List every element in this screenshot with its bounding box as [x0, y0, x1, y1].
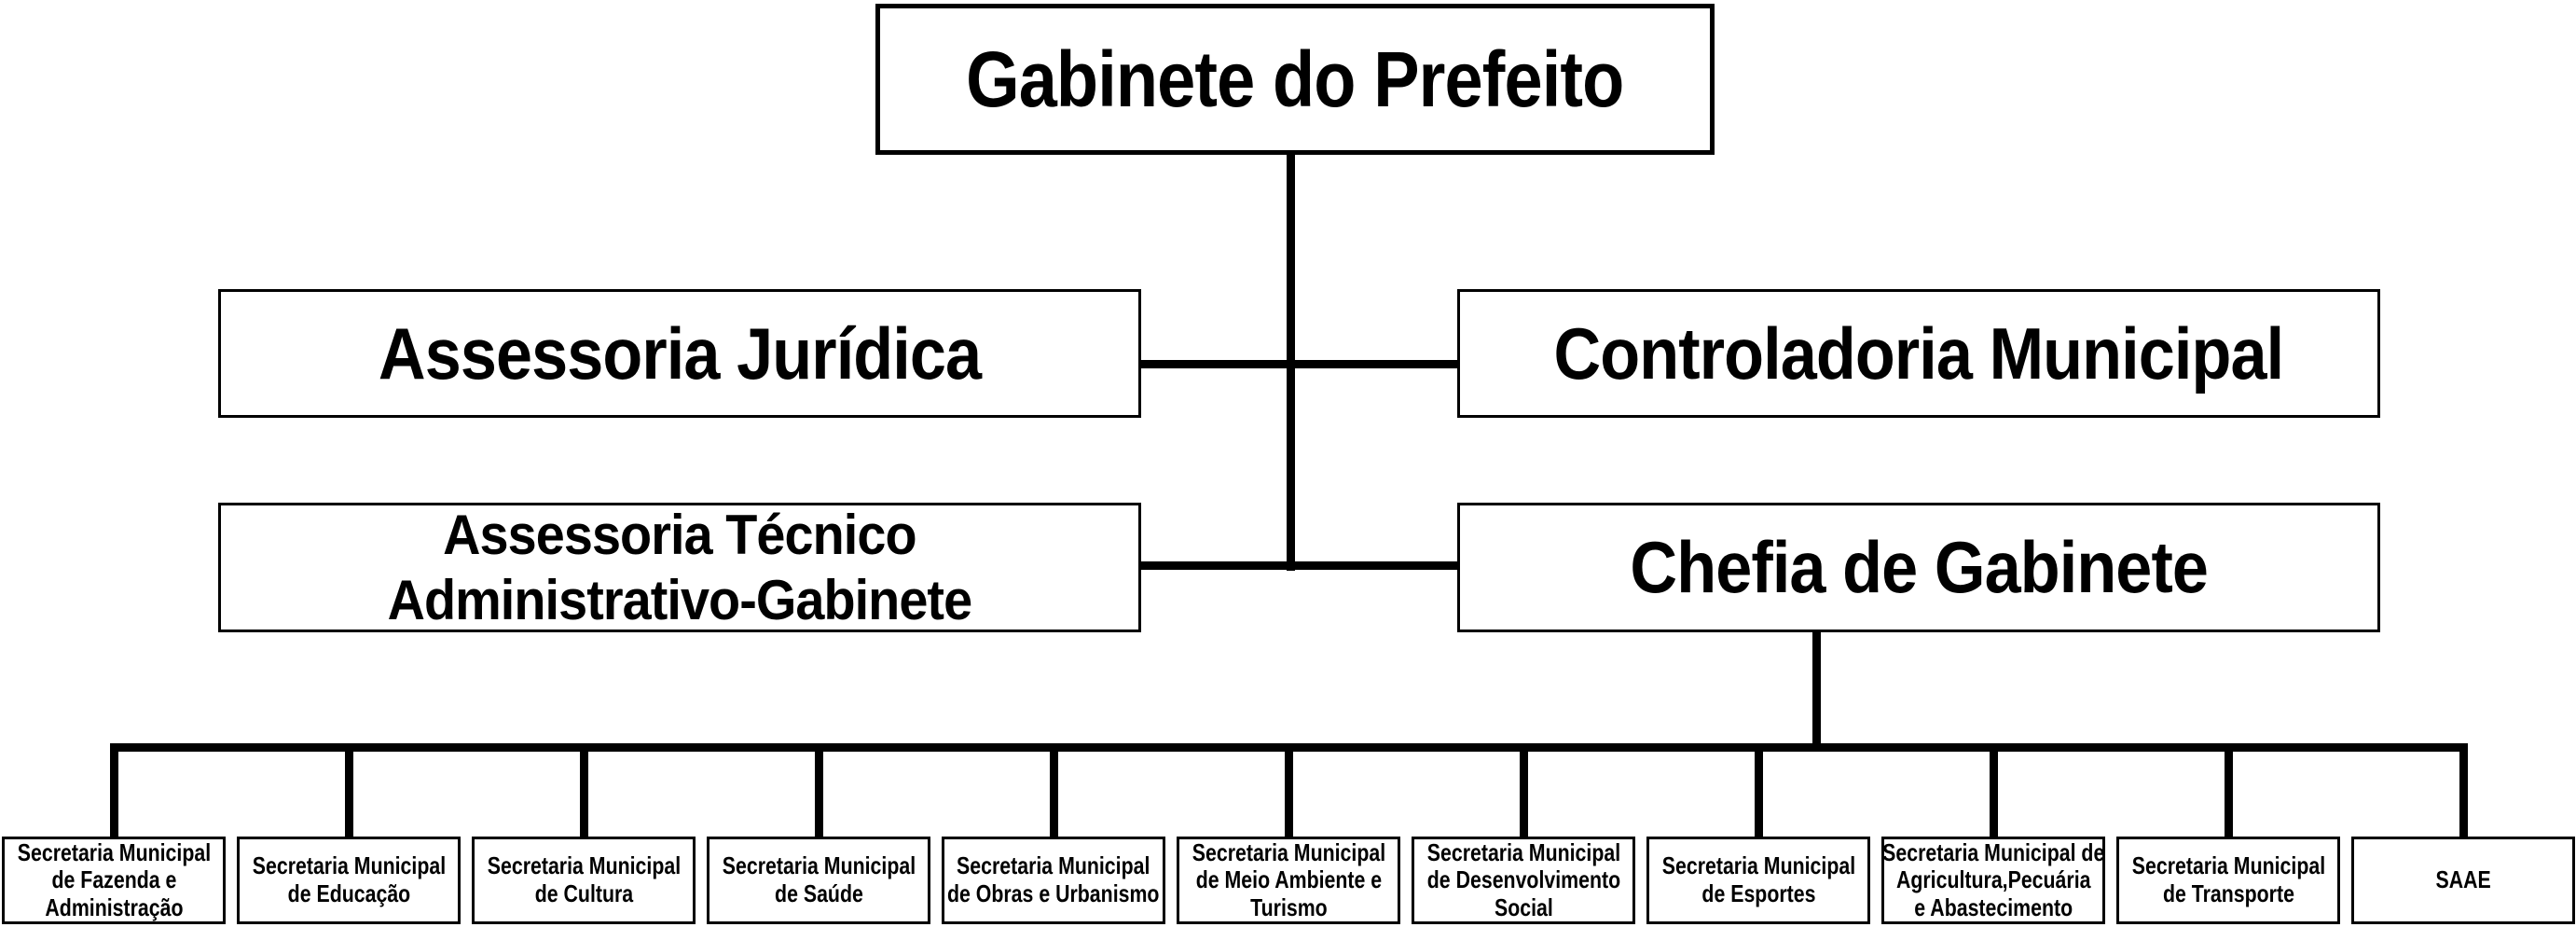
org-box-secretaria-cultura: Secretaria Municipal de Cultura [472, 837, 696, 924]
org-box-label: Secretaria Municipal de Educação [252, 851, 446, 907]
connector-drop-2 [345, 752, 353, 837]
connector-drop-9 [1990, 752, 1998, 837]
org-box-label: Secretaria Municipal de Desenvolvimento … [1426, 837, 1620, 921]
org-box-secretaria-agricultura-pecuaria: Secretaria Municipal de Agricultura,Pecu… [1881, 837, 2105, 924]
connector-drop-10 [2225, 752, 2233, 837]
connector-drop-4 [815, 752, 823, 837]
connector-bus-horizontal [110, 743, 2468, 752]
connector-drop-8 [1755, 752, 1763, 837]
org-box-secretaria-fazenda-administracao: Secretaria Municipal de Fazenda e Admini… [2, 837, 226, 924]
org-box-controladoria-municipal: Controladoria Municipal [1457, 289, 2380, 418]
org-box-label: Secretaria Municipal de Cultura [487, 851, 681, 907]
org-box-gabinete-do-prefeito: Gabinete do Prefeito [875, 4, 1715, 155]
org-box-label: Secretaria Municipal de Meio Ambiente e … [1192, 837, 1385, 921]
org-box-assessoria-tecnico-administrativo: Assessoria Técnico Administrativo-Gabine… [218, 503, 1141, 632]
org-box-chefia-de-gabinete: Chefia de Gabinete [1457, 503, 2380, 632]
connector-drop-5 [1050, 752, 1058, 837]
org-box-secretaria-educacao: Secretaria Municipal de Educação [237, 837, 461, 924]
org-box-label: Secretaria Municipal de Esportes [1661, 851, 1855, 907]
connector-drop-11 [2459, 752, 2468, 837]
org-box-secretaria-saude: Secretaria Municipal de Saúde [707, 837, 930, 924]
org-box-label: Secretaria Municipal de Transporte [2131, 851, 2325, 907]
org-box-label: Assessoria Jurídica [378, 311, 982, 394]
connector-chefia-drop [1812, 631, 1821, 752]
org-box-secretaria-obras-urbanismo: Secretaria Municipal de Obras e Urbanism… [942, 837, 1165, 924]
connector-drop-6 [1285, 752, 1293, 837]
org-box-label: Secretaria Municipal de Fazenda e Admini… [17, 837, 211, 921]
org-box-label: Chefia de Gabinete [1630, 526, 2209, 608]
org-box-label: Gabinete do Prefeito [966, 35, 1624, 123]
connector-drop-3 [580, 752, 588, 837]
org-box-secretaria-transporte: Secretaria Municipal de Transporte [2116, 837, 2340, 924]
org-box-saae: SAAE [2351, 837, 2575, 924]
connector-drop-7 [1520, 752, 1528, 837]
org-box-assessoria-juridica: Assessoria Jurídica [218, 289, 1141, 418]
org-box-label: Controladoria Municipal [1553, 311, 2285, 394]
org-box-label: Secretaria Municipal de Obras e Urbanism… [947, 851, 1160, 907]
org-box-label: Assessoria Técnico Administrativo-Gabine… [387, 503, 973, 631]
connector-level3-horizontal [1139, 561, 1459, 570]
org-box-secretaria-meio-ambiente-turismo: Secretaria Municipal de Meio Ambiente e … [1177, 837, 1400, 924]
org-box-secretaria-esportes: Secretaria Municipal de Esportes [1646, 837, 1870, 924]
org-box-label: Secretaria Municipal de Saúde [722, 851, 916, 907]
org-box-label: SAAE [2435, 865, 2491, 894]
org-box-label: Secretaria Municipal de Agricultura,Pecu… [1881, 837, 2105, 921]
org-box-secretaria-desenvolvimento-social: Secretaria Municipal de Desenvolvimento … [1412, 837, 1635, 924]
connector-level2-horizontal [1139, 360, 1459, 368]
connector-drop-1 [110, 752, 118, 837]
